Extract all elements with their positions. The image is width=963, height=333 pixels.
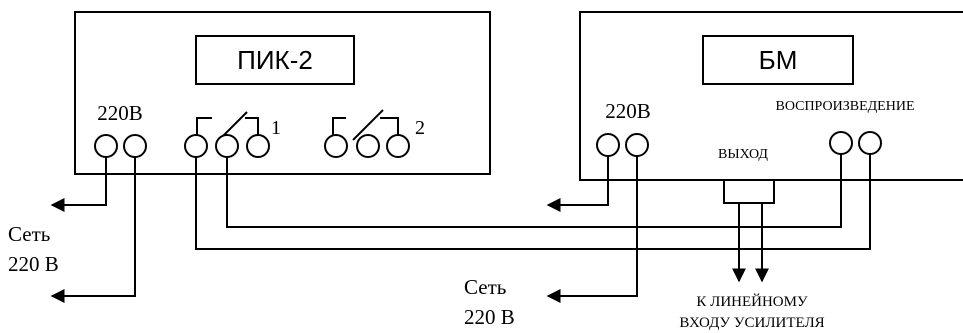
bm-playback-terminal-1 (829, 131, 853, 155)
mains-right-label-1: Сеть (464, 275, 506, 299)
bm-playback-terminal-2 (858, 131, 882, 155)
mains-left-label-1: Сеть (8, 222, 50, 246)
mains-left-wire-2 (50, 157, 136, 303)
amplifier-label-1: К ЛИНЕЙНОМУ (696, 293, 808, 310)
relay-2-terminal-c (386, 134, 410, 158)
bm-name: БМ (759, 45, 798, 75)
bm-power-terminal-2 (625, 133, 649, 157)
mains-left-label-2: 220 В (8, 252, 59, 276)
bm-output-label: ВЫХОД (718, 147, 768, 162)
mains-right-wire-1 (546, 156, 609, 212)
pik2-power-label: 220В (97, 101, 143, 125)
bm-name-box (702, 35, 854, 85)
mains-right-wire-2 (546, 156, 638, 303)
relay-2-label: 2 (415, 117, 425, 139)
relay-1-terminal-b (215, 134, 239, 158)
relay-2-terminal-a (324, 134, 348, 158)
pik2-name-box (195, 35, 355, 85)
relay-playback-wire-1 (226, 154, 842, 228)
relay-1-terminal-c (246, 134, 270, 158)
relay-playback-wire-2 (195, 154, 871, 250)
mains-right-label-2: 220 В (464, 305, 515, 329)
pik2-power-terminal-1 (94, 134, 118, 158)
relay-2-terminal-b (356, 134, 380, 158)
bm-output-connector (723, 179, 775, 204)
bm-playback-label: ВОСПРОИЗВЕДЕНИЕ (775, 99, 914, 114)
relay-1-terminal-a (184, 134, 208, 158)
mains-left-wire-1 (50, 157, 107, 212)
amplifier-label-2: ВХОДУ УСИЛИТЕЛЯ (679, 315, 824, 331)
bm-power-terminal-1 (596, 133, 620, 157)
bm-power-label: 220В (605, 99, 651, 123)
pik2-power-terminal-2 (123, 134, 147, 158)
pik2-name: ПИК-2 (237, 45, 313, 75)
relay-1-label: 1 (271, 117, 281, 139)
relay-2-contacts (332, 109, 399, 141)
